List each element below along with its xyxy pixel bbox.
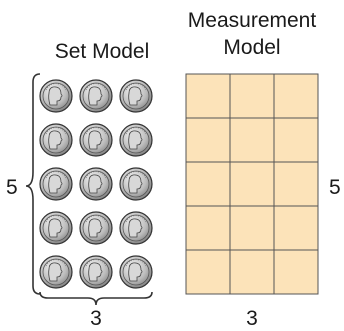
coin-icon <box>79 211 113 245</box>
set-model-coins <box>39 79 153 289</box>
grid-cell <box>273 73 319 119</box>
coin-icon <box>79 79 113 113</box>
measurement-model-grid <box>185 73 319 295</box>
grid-cell <box>229 161 275 207</box>
grid-cell <box>185 161 231 207</box>
diagram-canvas <box>25 73 319 306</box>
measurement-model-rows-label: 5 <box>329 176 341 199</box>
grid-cell <box>273 249 319 295</box>
set-model-columns-label: 3 <box>90 307 102 330</box>
grid-cell <box>229 205 275 251</box>
grid-cell <box>185 205 231 251</box>
coin-icon <box>119 123 153 157</box>
coin-icon <box>119 211 153 245</box>
coin-icon <box>119 167 153 201</box>
grid-cell <box>185 249 231 295</box>
coin-icon <box>39 167 73 201</box>
grid-cell <box>273 205 319 251</box>
grid-cell <box>273 161 319 207</box>
grid-cell <box>273 117 319 163</box>
coin-icon <box>39 211 73 245</box>
coin-icon <box>79 255 113 289</box>
measurement-model-title-line1: Measurement <box>187 9 317 32</box>
coin-icon <box>79 167 113 201</box>
grid-cell <box>229 73 275 119</box>
multiplication-models-diagram: Set Model Measurement Model 5 5 3 3 <box>6 9 341 330</box>
measurement-model-title-line2: Model <box>223 36 281 59</box>
measurement-model-columns-label: 3 <box>246 307 258 330</box>
coin-icon <box>39 255 73 289</box>
grid-cell <box>185 73 231 119</box>
grid-cell <box>229 117 275 163</box>
grid-cell <box>185 117 231 163</box>
coin-icon <box>119 255 153 289</box>
grid-cell <box>229 249 275 295</box>
coin-icon <box>79 123 113 157</box>
coin-icon <box>119 79 153 113</box>
left-curly-brace <box>25 73 41 295</box>
bottom-curly-brace <box>39 291 153 306</box>
set-model-rows-label: 5 <box>6 176 18 199</box>
coin-icon <box>39 79 73 113</box>
coin-icon <box>39 123 73 157</box>
set-model-title: Set Model <box>54 40 150 63</box>
